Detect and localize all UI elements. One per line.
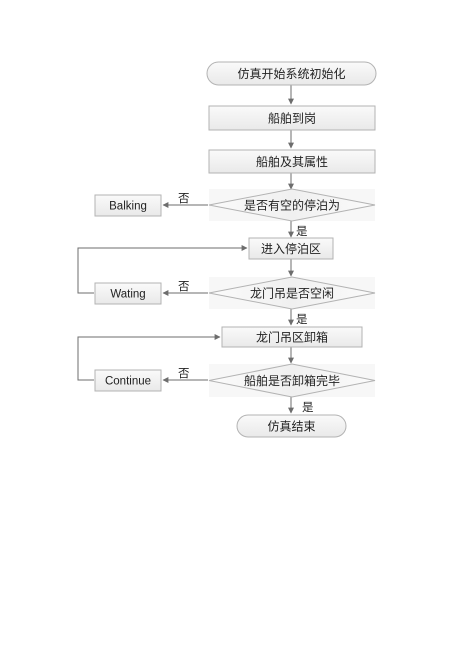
edge-label-berth-yes: 是: [296, 224, 308, 238]
decision-berth-free: 是否有空的停泊为: [208, 188, 376, 222]
node-balking-label: Balking: [109, 201, 147, 213]
edge-label-unload-yes: 是: [302, 400, 314, 414]
edge-label-crane-no: 否: [178, 279, 190, 293]
node-ship-arrive: 船舶到岗: [208, 105, 376, 131]
edge-label-crane-yes: 是: [296, 312, 308, 326]
edge-wating-loop: [77, 245, 248, 294]
node-end: 仿真结束: [236, 414, 347, 438]
edge-label-unload-no: 否: [178, 366, 190, 380]
node-crane-unload-label: 龙门吊区卸箱: [256, 330, 328, 345]
decision-berth-free-label: 是否有空的停泊为: [244, 198, 340, 213]
node-balking: Balking: [94, 194, 162, 217]
node-continue-label: Continue: [105, 376, 151, 388]
decision-crane-free: 龙门吊是否空闲: [208, 276, 376, 310]
node-ship-attr: 船舶及其属性: [208, 149, 376, 174]
node-enter-berth: 进入停泊区: [248, 237, 334, 260]
decision-unload-done-label: 船舶是否卸箱完毕: [244, 373, 340, 388]
node-start: 仿真开始系统初始化: [206, 61, 377, 86]
node-wating: Wating: [94, 282, 162, 305]
node-end-label: 仿真结束: [267, 420, 315, 434]
node-start-label: 仿真开始系统初始化: [237, 67, 345, 81]
node-crane-unload: 龙门吊区卸箱: [221, 326, 363, 348]
edge-continue-loop: [77, 334, 221, 381]
decision-unload-done: 船舶是否卸箱完毕: [208, 363, 376, 398]
node-continue: Continue: [94, 369, 162, 392]
edge-label-berth-no: 否: [178, 191, 190, 205]
node-ship-attr-label: 船舶及其属性: [256, 154, 328, 169]
connectors: [77, 85, 294, 414]
node-wating-label: Wating: [110, 289, 145, 301]
decision-crane-free-label: 龙门吊是否空闲: [250, 286, 334, 301]
node-enter-berth-label: 进入停泊区: [261, 241, 321, 256]
node-ship-arrive-label: 船舶到岗: [268, 111, 316, 126]
